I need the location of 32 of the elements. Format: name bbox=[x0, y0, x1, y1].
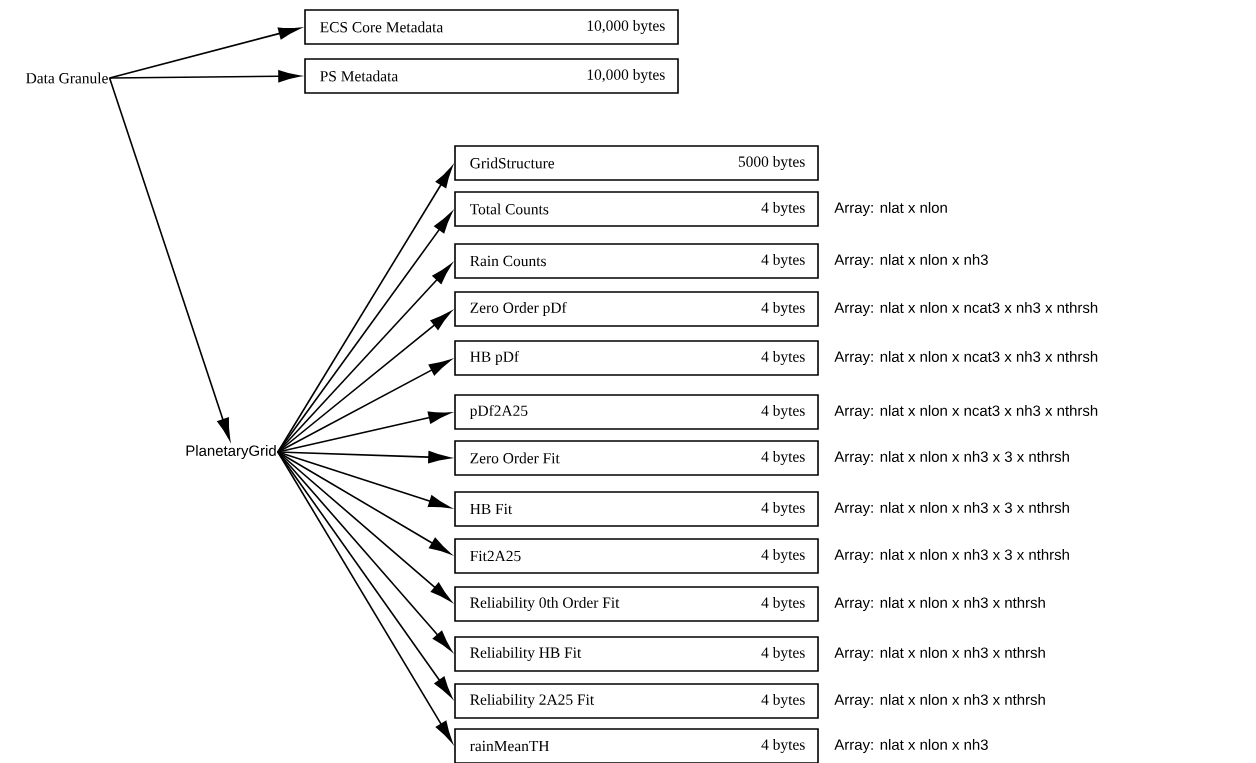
array-note: Array: nlat x nlon bbox=[834, 202, 947, 216]
field-box: rainMeanTH 4 bytes bbox=[454, 728, 819, 763]
array-note: Array: nlat x nlon x nh3 x 3 x nthrsh bbox=[834, 549, 1069, 563]
array-note: Array: nlat x nlon x nh3 x 3 x nthrsh bbox=[834, 451, 1069, 465]
node-label: PlanetaryGrid bbox=[186, 445, 276, 459]
field-box: HB Fit 4 bytes bbox=[454, 491, 819, 527]
field-box: HB pDf 4 bytes bbox=[454, 340, 819, 376]
array-note: Array: nlat x nlon x nh3 bbox=[834, 739, 988, 753]
field-box: Rain Counts 4 bytes bbox=[454, 243, 819, 279]
array-note: Array: nlat x nlon x nh3 x nthrsh bbox=[834, 647, 1045, 661]
field-box: ECS Core Metadata 10,000 bytes bbox=[304, 9, 679, 45]
array-note: Array: nlat x nlon x nh3 bbox=[834, 254, 988, 268]
array-note: Array: nlat x nlon x ncat3 x nh3 x nthrsh bbox=[834, 302, 1098, 316]
node-label: Data Granule bbox=[26, 72, 108, 84]
field-box: PS Metadata 10,000 bytes bbox=[304, 58, 679, 94]
array-note: Array: nlat x nlon x nh3 x nthrsh bbox=[834, 694, 1045, 708]
field-box: Total Counts 4 bytes bbox=[454, 191, 819, 227]
field-box: Zero Order pDf 4 bytes bbox=[454, 291, 819, 327]
field-box: Reliability 0th Order Fit 4 bytes bbox=[454, 586, 819, 622]
arrow bbox=[108, 70, 301, 83]
field-box: pDf2A25 4 bytes bbox=[454, 394, 819, 430]
field-box: Fit2A25 4 bytes bbox=[454, 538, 819, 574]
field-box: Zero Order Fit 4 bytes bbox=[454, 440, 819, 476]
array-note: Array: nlat x nlon x ncat3 x nh3 x nthrsh bbox=[834, 405, 1098, 419]
arrow bbox=[108, 77, 231, 441]
field-box: GridStructure 5000 bytes bbox=[454, 145, 819, 181]
arrow bbox=[108, 27, 301, 79]
array-note: Array: nlat x nlon x nh3 x nthrsh bbox=[834, 597, 1045, 611]
field-box: Reliability HB Fit 4 bytes bbox=[454, 636, 819, 672]
array-note: Array: nlat x nlon x nh3 x 3 x nthrsh bbox=[834, 502, 1069, 516]
array-note: Array: nlat x nlon x ncat3 x nh3 x nthrsh bbox=[834, 351, 1098, 365]
field-box: Reliability 2A25 Fit 4 bytes bbox=[454, 683, 819, 719]
